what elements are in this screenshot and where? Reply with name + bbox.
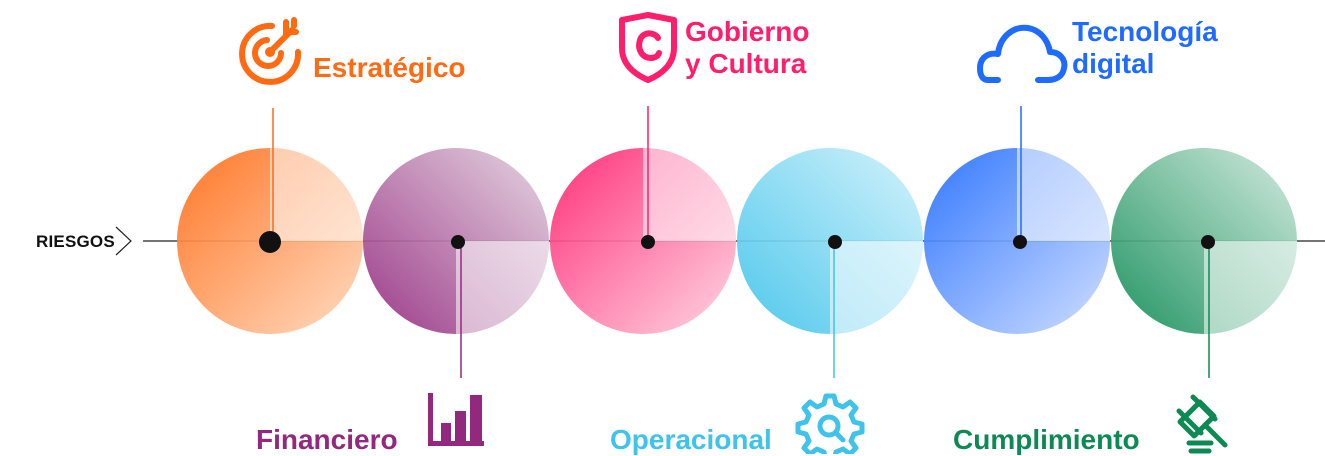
label-tecnologia: Tecnología digital [1072, 16, 1218, 80]
gavel-icon [1176, 394, 1228, 454]
label-gobierno-line2: y Cultura [685, 48, 807, 79]
label-tecnologia-line2: digital [1072, 48, 1155, 79]
target-icon [239, 17, 302, 85]
axis-node-estrategico [259, 231, 281, 253]
risk-sector-gobierno [643, 148, 736, 241]
axis-label: RIESGOS [36, 232, 115, 251]
risk-sector-operacional [830, 241, 923, 334]
risk-sector-financiero [456, 241, 549, 334]
shield-icon [619, 12, 677, 83]
axis-chevron-icon [115, 226, 132, 256]
risk-sector-tecnologia [1017, 148, 1110, 241]
axis-node-tecnologia [1013, 235, 1027, 249]
label-tecnologia-line1: Tecnología [1072, 16, 1218, 47]
axis-node-cumplimiento [1201, 235, 1215, 249]
risk-sector-estrategico [270, 148, 363, 241]
bar-chart-icon [428, 393, 484, 446]
label-estrategico: Estratégico [313, 52, 466, 84]
label-estrategico-text: Estratégico [313, 52, 466, 83]
label-operacional: Operacional [610, 424, 772, 456]
label-financiero: Financiero [256, 424, 398, 456]
gear-icon [795, 393, 865, 454]
label-operacional-text: Operacional [610, 424, 772, 455]
axis-node-financiero [451, 235, 465, 249]
label-cumplimiento: Cumplimiento [953, 424, 1140, 456]
axis-node-gobierno [641, 235, 655, 249]
risk-sector-cumplimiento [1204, 241, 1297, 334]
axis-node-operacional [828, 235, 842, 249]
label-gobierno: Gobierno y Cultura [685, 16, 809, 80]
label-gobierno-line1: Gobierno [685, 16, 810, 47]
label-cumplimiento-text: Cumplimiento [953, 424, 1140, 455]
label-financiero-text: Financiero [256, 424, 398, 455]
cloud-icon [977, 24, 1068, 83]
